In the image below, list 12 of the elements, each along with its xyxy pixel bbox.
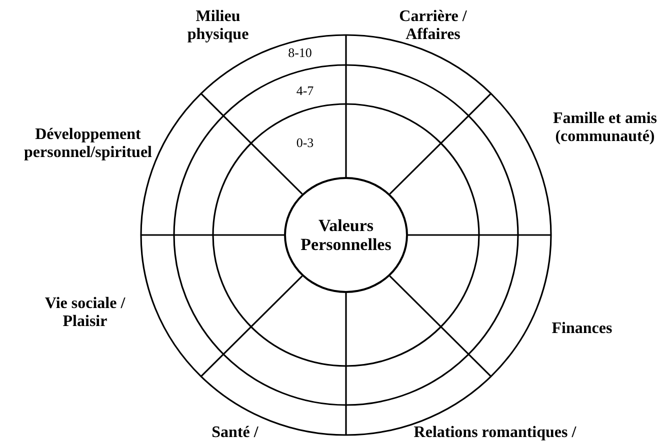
- category-label: Carrière / Affaires: [398, 8, 468, 44]
- category-label: Relations romantiques /: [412, 424, 578, 442]
- category-label: Finances: [550, 320, 614, 338]
- category-label: Vie sociale / Plaisir: [44, 295, 126, 331]
- scale-label: 8-10: [288, 46, 312, 60]
- center-label: Valeurs Personnelles: [300, 216, 392, 254]
- scale-label: 0-3: [296, 136, 314, 150]
- category-label: Santé /: [210, 424, 260, 442]
- category-label: Famille et amis (communauté): [552, 110, 658, 146]
- scale-label: 4-7: [296, 84, 314, 98]
- category-label: Milieu physique: [186, 8, 250, 44]
- category-label: Développement personnel/spirituel: [22, 126, 153, 162]
